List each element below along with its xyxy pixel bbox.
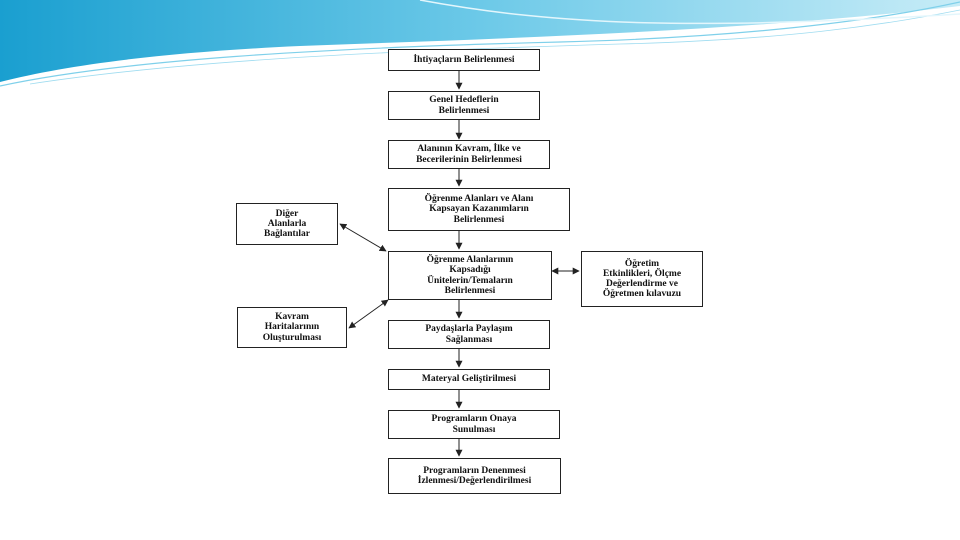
header-swoosh-decoration — [0, 0, 960, 87]
step-program-trial-evaluation: Programların Denenmesi İzlenmesi/Değerle… — [388, 458, 561, 494]
step-general-objectives: Genel Hedeflerin Belirlenmesi — [388, 91, 540, 120]
step-units-themes: Öğrenme Alanlarının Kapsadığı Ünitelerin… — [388, 251, 552, 300]
step-material-development: Materyal Geliştirilmesi — [388, 369, 550, 390]
step-stakeholder-sharing: Paydaşlarla Paylaşım Sağlanması — [388, 320, 550, 349]
arrow-left-bottom-to-step5 — [348, 299, 389, 329]
step-learning-areas-outcomes: Öğrenme Alanları ve Alanı Kapsayan Kazan… — [388, 188, 570, 231]
step-concepts-principles-skills: Alanının Kavram, İlke ve Becerilerinin B… — [388, 140, 550, 169]
side-teaching-activities-guide: Öğretim Etkinlikleri, Ölçme Değerlendirm… — [581, 251, 703, 307]
step-needs-assessment: İhtiyaçların Belirlenmesi — [388, 49, 540, 71]
side-concept-maps: Kavram Haritalarının Oluşturulması — [237, 307, 347, 348]
side-other-areas-links: Diğer Alanlarla Bağlantılar — [236, 203, 338, 245]
step-program-approval: Programların Onaya Sunulması — [388, 410, 560, 439]
arrow-left-top-to-step5 — [339, 223, 387, 252]
